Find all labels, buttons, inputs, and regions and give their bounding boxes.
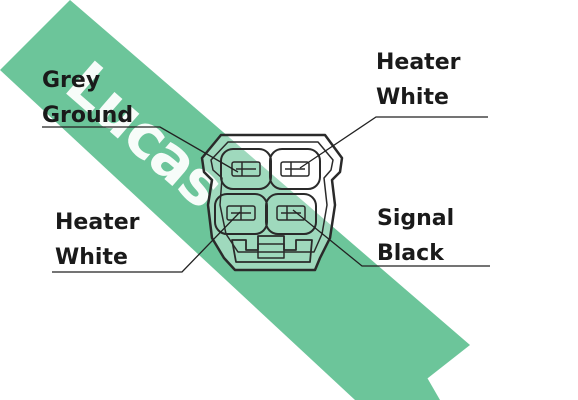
- label-heater-white-left-color: White: [55, 245, 128, 270]
- label-signal-black-color: Black: [377, 241, 444, 266]
- label-heater-white-top-function: Heater: [376, 50, 461, 75]
- watermark-corner-mark: [385, 348, 440, 400]
- leader-line-grey-ground: [42, 126, 239, 173]
- connector-latch-slot: [257, 243, 285, 259]
- watermark-band: [0, 0, 470, 400]
- leader-line-heater-white-top: [299, 116, 488, 169]
- pin-terminal-top-right: [280, 161, 310, 177]
- pin-cavity-bottom-right: [265, 193, 317, 235]
- leader-line-signal-black: [292, 209, 490, 267]
- pin-terminal-bottom-left: [226, 205, 256, 221]
- label-grey-ground: Grey Ground: [42, 63, 133, 133]
- leader-line-heater-white-left: [52, 211, 241, 273]
- connector-plug: [200, 133, 344, 272]
- label-heater-white-left-function: Heater: [55, 210, 140, 235]
- label-grey-ground-function: Ground: [42, 103, 134, 128]
- label-heater-white-top-color: White: [376, 85, 449, 110]
- label-signal-black: Signal Black: [377, 201, 454, 271]
- pin-cavity-top-right: [269, 148, 321, 190]
- label-heater-white-left: Heater White: [55, 205, 139, 275]
- label-signal-black-function: Signal: [377, 206, 455, 231]
- label-grey-ground-color: Grey: [42, 68, 101, 93]
- leader-lines: [42, 116, 490, 273]
- connector-inner-shell: [210, 141, 334, 253]
- label-heater-white-top: Heater White: [376, 45, 460, 115]
